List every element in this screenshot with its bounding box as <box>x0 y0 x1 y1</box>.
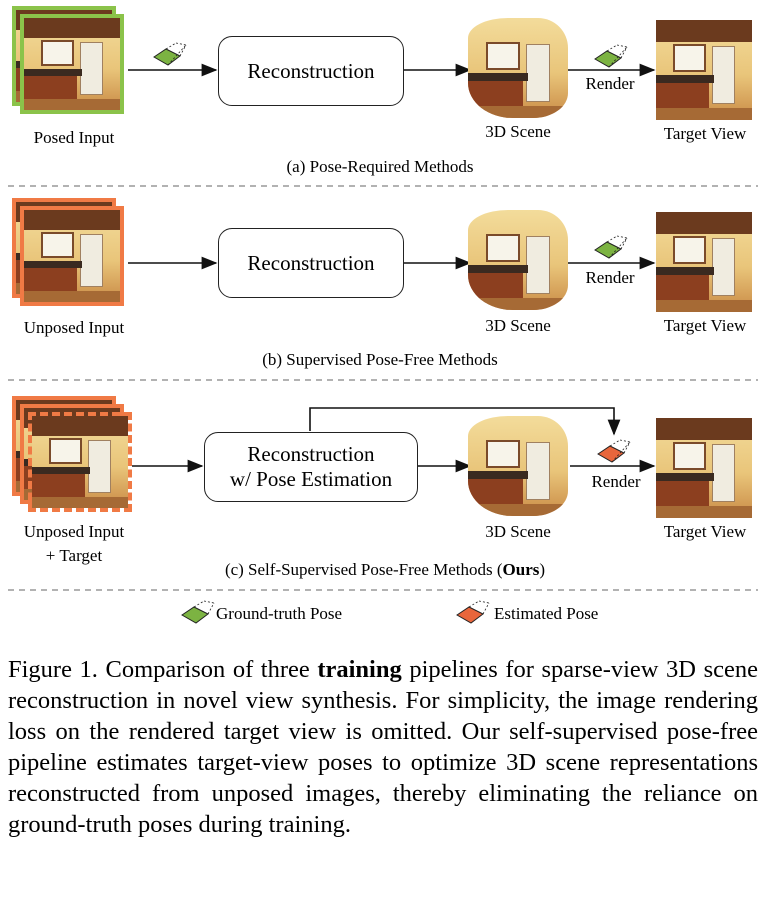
input-image-front <box>20 206 124 306</box>
scene-label-c: 3D Scene <box>485 522 551 541</box>
legend-gt-label: Ground-truth Pose <box>216 604 343 623</box>
input-label-c-1: Unposed Input <box>23 522 125 541</box>
figure-caption: Figure 1. Comparison of three training p… <box>8 654 758 840</box>
target-image-b <box>656 212 752 312</box>
caption-suffix: pipelines for sparse-view 3D scene recon… <box>8 656 758 838</box>
input-label-b: Unposed Input <box>23 318 125 337</box>
subcaption-a: (a) Pose-Required Methods <box>286 157 474 176</box>
target-image-c <box>656 418 752 518</box>
input-label-a: Posed Input <box>33 128 115 147</box>
reconstruction-box-a: Reconstruction <box>218 36 404 106</box>
target-image-dashed <box>28 412 132 512</box>
target-image-a <box>656 20 752 120</box>
scene-image-a <box>468 18 568 118</box>
subcaption-c-suffix: ) <box>539 560 546 579</box>
subcaption-b: (b) Supervised Pose-Free Methods <box>262 350 498 369</box>
pose-camera-icon-gt-a <box>153 42 187 66</box>
scene-label-a: 3D Scene <box>485 122 551 141</box>
input-image-front <box>20 14 124 114</box>
subcaption-c: (c) Self-Supervised Pose-Free Methods (O… <box>150 560 620 580</box>
render-label-a: Render <box>585 74 635 93</box>
pose-camera-icon-gt-render-b <box>594 235 628 259</box>
caption-prefix: Figure 1. Comparison of three <box>8 656 318 683</box>
legend-est-camera-icon <box>456 600 490 624</box>
pose-camera-icon-est-render-c <box>597 439 631 463</box>
target-label-c: Target View <box>663 522 747 541</box>
reconstruction-pose-box-c: Reconstruction w/ Pose Estimation <box>204 432 418 502</box>
legend-gt-camera-icon <box>181 600 215 624</box>
arrow-pose-feedback <box>309 407 621 436</box>
target-label-a: Target View <box>663 124 747 143</box>
reconstruction-box-b: Reconstruction <box>218 228 404 298</box>
target-label-b: Target View <box>663 316 747 335</box>
box-label-c-2: w/ Pose Estimation <box>229 467 393 491</box>
subcaption-c-prefix: (c) Self-Supervised Pose-Free Methods ( <box>224 560 503 579</box>
caption-bold: training <box>317 656 402 683</box>
input-label-c-2: + Target <box>45 546 103 565</box>
subcaption-c-bold: Ours <box>502 560 540 579</box>
legend-est-label: Estimated Pose <box>494 604 599 623</box>
scene-label-b: 3D Scene <box>485 316 551 335</box>
pose-camera-icon-gt-render-a <box>594 44 628 68</box>
box-label-c-1: Reconstruction <box>247 442 375 466</box>
scene-image-c <box>468 416 568 516</box>
scene-image-b <box>468 210 568 310</box>
render-label-b: Render <box>585 268 635 287</box>
render-label-c: Render <box>591 472 641 491</box>
